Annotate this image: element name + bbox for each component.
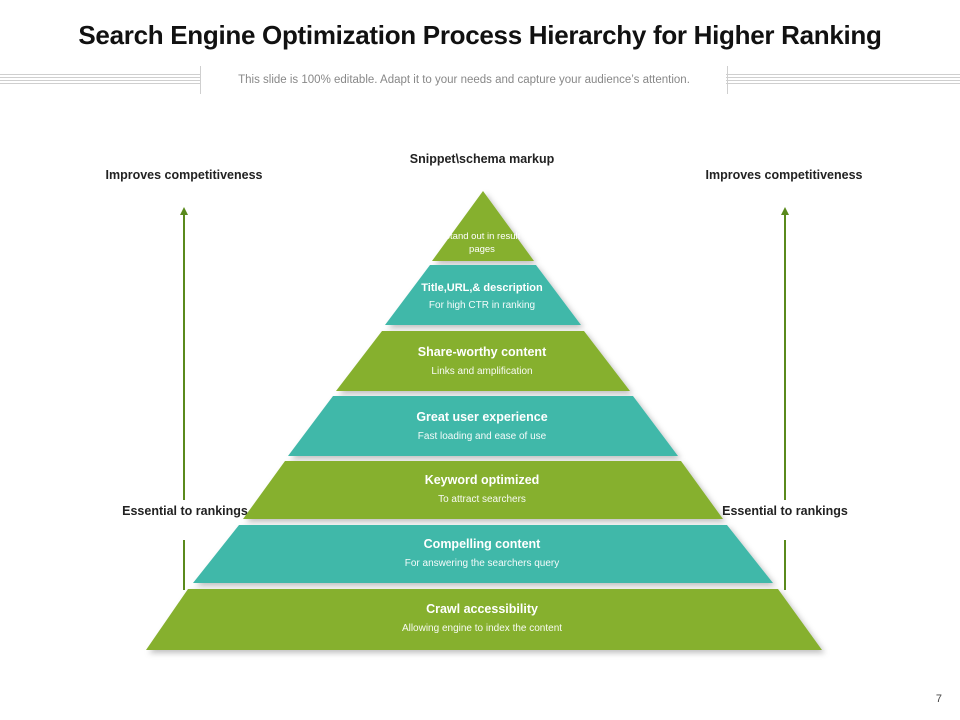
right-top-label: Improves competitiveness [705, 168, 863, 182]
subtitle-band: This slide is 100% editable. Adapt it to… [0, 66, 960, 94]
tier-subtitle: Allowing engine to index the content [401, 623, 563, 634]
left-arrow-lower-line [183, 540, 185, 590]
left-top-label: Improves competitiveness [105, 168, 263, 182]
apex-label: Snippet\schema markup [409, 152, 555, 166]
pyramid-tier-title-url [385, 265, 581, 325]
right-arrow-upper-line [784, 214, 786, 500]
tier-title: Keyword optimized [424, 473, 540, 487]
pyramid-tier-keyword [243, 461, 723, 519]
tier-title: Compelling content [423, 537, 541, 551]
left-arrow-head-icon [180, 207, 188, 215]
left-decorative-lines [0, 74, 200, 84]
tier-title: Share-worthy content [417, 345, 547, 359]
tier-subtitle: For answering the searchers query [404, 558, 560, 569]
left-bottom-label: Essential to rankings [122, 504, 248, 518]
tier-subtitle: To attract searchers [438, 494, 526, 505]
right-bottom-label: Essential to rankings [722, 504, 848, 518]
tier-title-url-text: Title,URL,& description For high CTR in … [380, 281, 584, 312]
tier-title: Great user experience [416, 410, 548, 424]
apex-text: Stand out in result pages [443, 231, 521, 255]
tier-subtitle: Fast loading and ease of use [417, 431, 547, 442]
pyramid-tier-user-experience [288, 396, 678, 456]
page-number: 7 [935, 693, 942, 705]
pyramid-apex [432, 191, 534, 261]
tier-user-experience-text: Great user experience Fast loading and e… [360, 410, 604, 443]
pyramid-tier-share-worthy [336, 331, 630, 391]
right-arrow-head-icon [781, 207, 789, 215]
tier-subtitle: For high CTR in ranking [428, 300, 536, 311]
slide-title: Search Engine Optimization Process Hiera… [78, 20, 882, 50]
left-arrow-upper-line [183, 214, 185, 500]
tier-title: Crawl accessibility [426, 602, 538, 616]
tier-crawl-text: Crawl accessibility Allowing engine to i… [300, 602, 664, 635]
right-decorative-lines [726, 74, 960, 84]
tier-title: Title,URL,& description [421, 282, 543, 294]
pyramid-tier-compelling [193, 525, 773, 583]
tier-share-worthy-text: Share-worthy content Links and amplifica… [380, 345, 584, 378]
tier-subtitle: Links and amplification [431, 366, 533, 377]
tier-compelling-text: Compelling content For answering the sea… [320, 537, 644, 570]
tier-keyword-text: Keyword optimized To attract searchers [340, 473, 624, 506]
pyramid-tier-crawl [146, 589, 822, 650]
right-arrow-lower-line [784, 540, 786, 590]
